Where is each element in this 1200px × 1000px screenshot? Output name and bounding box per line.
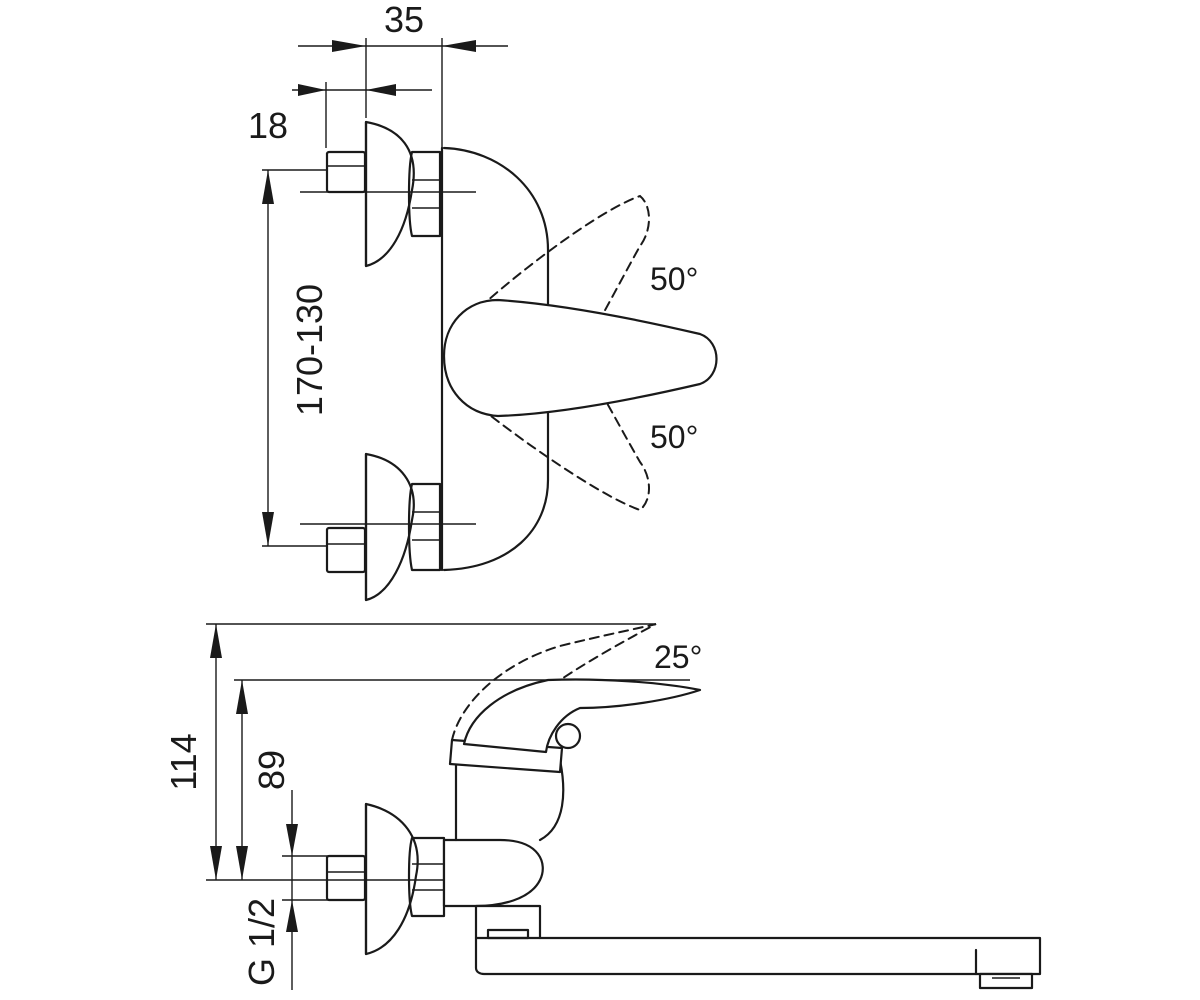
lever-pivot — [554, 722, 582, 750]
dim-89-label: 89 — [251, 750, 292, 790]
lever-ghost-side — [451, 623, 657, 751]
dimension-35: 35 — [298, 0, 508, 148]
side-view: 114 89 G 1/2 — [163, 623, 1042, 990]
angle-upper-label: 50° — [650, 261, 698, 297]
side-connector — [325, 802, 446, 956]
lever-handle-side — [462, 678, 702, 754]
mixer-body-side — [442, 838, 544, 908]
dimension-170-130: 170-130 — [262, 169, 330, 547]
dim-114-label: 114 — [163, 733, 204, 790]
dimension-thread: G 1/2 — [241, 790, 330, 990]
dim-35-label: 35 — [384, 0, 424, 40]
dim-170-130-label: 170-130 — [289, 284, 330, 416]
upper-eccentric-connector — [300, 120, 476, 268]
angle-lower-label: 50° — [650, 419, 698, 455]
dimension-114: 114 — [163, 623, 656, 880]
dimension-18: 18 — [248, 82, 432, 148]
lever-handle — [442, 298, 718, 418]
spout — [474, 904, 1042, 990]
thread-label: G 1/2 — [241, 898, 282, 986]
lower-eccentric-connector — [300, 452, 476, 602]
dimension-89: 89 — [234, 679, 690, 880]
dim-18-label: 18 — [248, 105, 288, 146]
lever-ghost-upper — [467, 194, 650, 405]
angle-tilt-label: 25° — [654, 639, 702, 675]
top-view: 35 18 170-130 — [248, 0, 718, 602]
